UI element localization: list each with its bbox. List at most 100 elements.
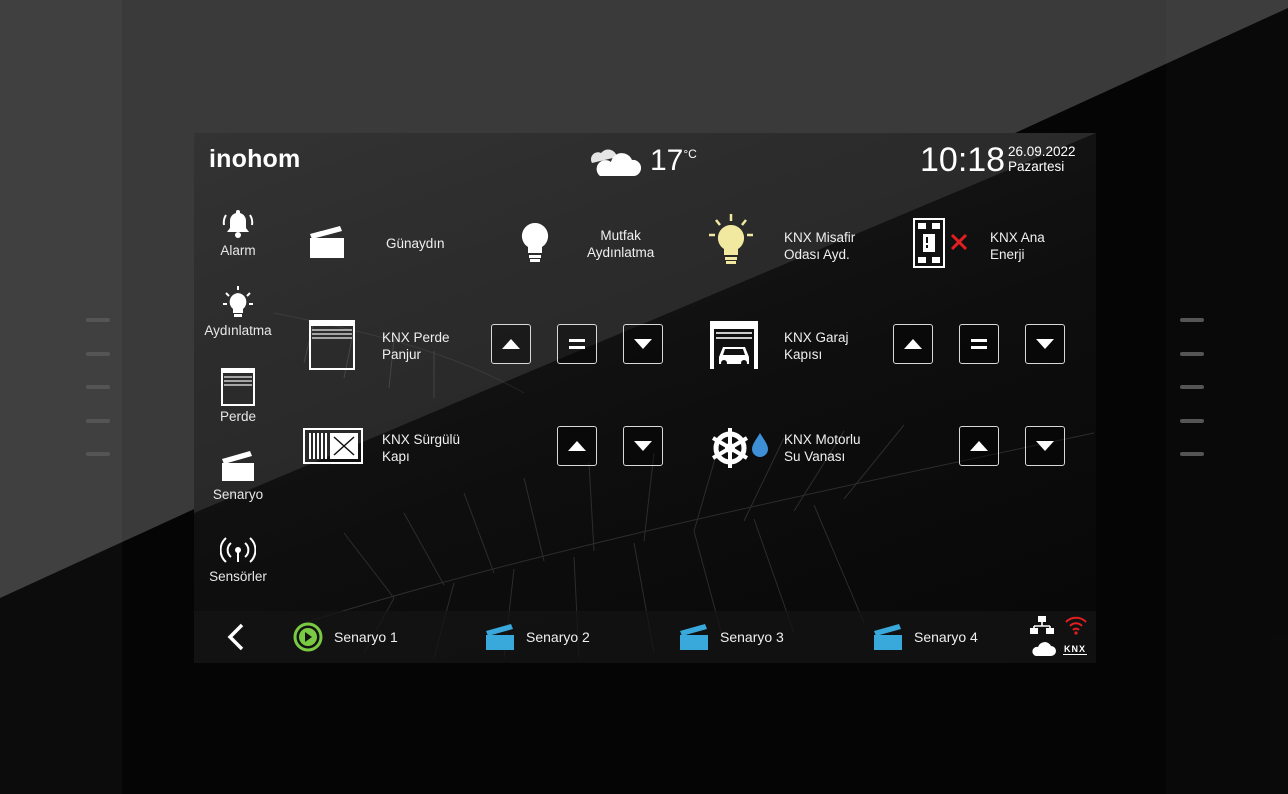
bezel-slit [86, 352, 110, 356]
bezel-slit [86, 318, 110, 322]
cloud-icon [1032, 642, 1056, 656]
bell-icon [222, 210, 254, 238]
nav-label: Perde [219, 409, 257, 424]
perde-up-button[interactable] [491, 324, 531, 364]
device-label: KNX Ana Enerji [990, 230, 1045, 262]
date-block: 26.09.2022 Pazartesi [1008, 144, 1076, 174]
vana-open-button[interactable] [959, 426, 999, 466]
surgulu-close-button[interactable] [623, 426, 663, 466]
scenario-4-button[interactable]: Senaryo 4 [872, 611, 978, 663]
date-value: 26.09.2022 [1008, 144, 1076, 159]
bulb-off-icon [521, 222, 549, 262]
clapperboard-icon [222, 451, 254, 481]
scenario-label: Senaryo 3 [720, 629, 784, 645]
perde-down-button[interactable] [623, 324, 663, 364]
network-icon [1030, 616, 1054, 634]
garaj-stop-button[interactable] [959, 324, 999, 364]
device-bezel-right [1166, 0, 1288, 794]
blind-icon [309, 320, 355, 370]
clapperboard-icon [874, 624, 902, 650]
perde-stop-button[interactable] [557, 324, 597, 364]
temperature-unit: °C [683, 147, 697, 161]
scenario-3-button[interactable]: Senaryo 3 [678, 611, 784, 663]
device-label: KNX Perde Panjur [382, 330, 450, 362]
sliding-gate-icon [303, 428, 363, 464]
device-label: Mutfak Aydınlatma [587, 228, 655, 260]
nav-item-perde[interactable]: Perde [194, 367, 282, 424]
scenario-label: Senaryo 4 [914, 629, 978, 645]
surgulu-open-button[interactable] [557, 426, 597, 466]
brand-logo: inohom [209, 145, 301, 173]
nav-item-aydinlatma[interactable]: Aydınlatma [194, 285, 282, 338]
device-knx-ana-enerji[interactable]: KNX Ana Enerji [902, 209, 1082, 275]
x-icon [950, 233, 968, 251]
arrow-down-icon [1036, 441, 1054, 451]
device-knx-misafir[interactable]: KNX Misafir Odası Ayd. [702, 209, 882, 275]
device-label: KNX Misafir Odası Ayd. [784, 230, 856, 262]
nav-item-alarm[interactable]: Alarm [194, 207, 282, 258]
scenario-1-button[interactable]: Senaryo 1 [292, 611, 398, 663]
nav-item-senaryo[interactable]: Senaryo [194, 447, 282, 502]
device-label: Günaydın [386, 236, 445, 251]
device-knx-motorlu-su-vanasi: KNX Motorlu Su Vanası [702, 415, 882, 481]
stop-equals-icon [569, 339, 585, 349]
clapperboard-icon [680, 624, 708, 650]
scenario-2-button[interactable]: Senaryo 2 [484, 611, 590, 663]
bulb-on-icon [709, 214, 753, 264]
stop-equals-icon [971, 339, 987, 349]
bezel-slit [86, 385, 110, 389]
sensor-signal-icon [220, 537, 256, 563]
touch-panel-screen: inohom 17 °C 10:18 26.09.2022 Pazartesi … [194, 133, 1096, 663]
nav-label: Aydınlatma [204, 323, 272, 338]
nav-item-sensorler[interactable]: Sensörler [194, 533, 282, 584]
device-bezel-left [0, 0, 122, 794]
valve-drop-icon [711, 428, 768, 468]
bezel-slit [86, 419, 110, 423]
wifi-icon [1065, 616, 1087, 635]
device-label: KNX Sürgülü Kapı [382, 432, 461, 464]
connection-status: KNX [1030, 615, 1094, 661]
device-gunaydin[interactable]: Günaydın [302, 209, 482, 275]
weekday-value: Pazartesi [1008, 159, 1065, 174]
device-knx-perde-panjur: KNX Perde Panjur [302, 313, 672, 379]
weather-widget: 17 °C [584, 141, 697, 181]
bezel-slit [86, 452, 110, 456]
garage-car-icon [710, 321, 758, 369]
chevron-left-icon[interactable] [224, 623, 248, 651]
arrow-up-icon [970, 441, 988, 451]
circuit-breaker-icon [913, 218, 968, 268]
clapperboard-icon [486, 624, 514, 650]
temperature-value: 17 [650, 144, 684, 177]
vana-close-button[interactable] [1025, 426, 1065, 466]
bezel-slit [1180, 352, 1204, 356]
arrow-up-icon [568, 441, 586, 451]
scenario-label: Senaryo 2 [526, 629, 590, 645]
garaj-up-button[interactable] [893, 324, 933, 364]
arrow-down-icon [1036, 339, 1054, 349]
device-knx-garaj-kapisi: KNX Garaj Kapısı [702, 313, 882, 379]
bezel-slit [1180, 419, 1204, 423]
scenario-label: Senaryo 1 [334, 629, 398, 645]
device-knx-surgulu-kapi: KNX Sürgülü Kapı [302, 415, 672, 481]
arrow-up-icon [904, 339, 922, 349]
arrow-down-icon [634, 339, 652, 349]
arrow-down-icon [634, 441, 652, 451]
play-circle-icon [293, 622, 323, 652]
nav-label: Alarm [220, 243, 256, 258]
clock-time: 10:18 [920, 141, 1006, 179]
nav-label: Senaryo [212, 487, 264, 502]
scenario-bar: Senaryo 1 Senaryo 2 Senaryo 3 Senaryo 4 [194, 611, 1096, 663]
bulb-icon [223, 286, 253, 317]
bezel-slit [1180, 452, 1204, 456]
garaj-down-button[interactable] [1025, 324, 1065, 364]
clapperboard-icon [310, 226, 344, 258]
blind-icon [221, 368, 255, 406]
device-label: KNX Garaj Kapısı [784, 330, 849, 362]
device-label: KNX Motorlu Su Vanası [784, 432, 861, 464]
bezel-slit [1180, 385, 1204, 389]
bezel-slit [1180, 318, 1204, 322]
nav-label: Sensörler [209, 569, 267, 584]
partly-cloudy-icon [590, 149, 642, 176]
device-mutfak-aydinlatma[interactable]: Mutfak Aydınlatma [504, 209, 684, 275]
knx-badge: KNX [1063, 644, 1088, 655]
